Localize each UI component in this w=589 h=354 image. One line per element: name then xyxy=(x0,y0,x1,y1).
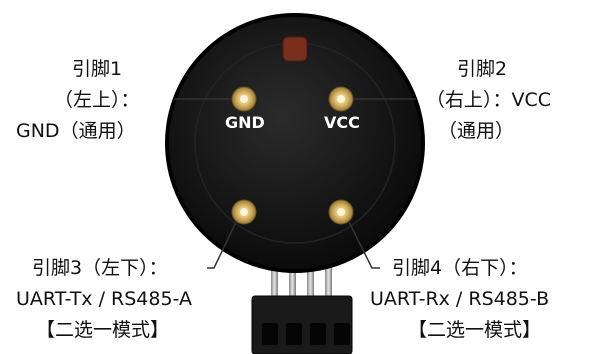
header-pin-2 xyxy=(289,262,296,304)
housing-slot-1 xyxy=(262,323,278,345)
leader-pin4 xyxy=(348,221,380,269)
sensor-body xyxy=(165,13,425,273)
pin4-function: UART-Rx / RS485-B xyxy=(370,288,550,310)
pad-bottom-right xyxy=(328,199,354,225)
pin2-function: （通用） xyxy=(438,120,515,142)
pad-top-right xyxy=(328,86,354,112)
pin1-position: （左上）： xyxy=(54,89,140,111)
housing-slot-2 xyxy=(286,323,302,345)
pads xyxy=(231,86,354,225)
housing-slot-3 xyxy=(310,323,326,345)
header-pin-1 xyxy=(271,262,278,304)
pad-top-left xyxy=(231,86,257,112)
leader-lines xyxy=(174,98,416,269)
vcc-pad-label: VCC xyxy=(324,113,360,132)
pin3-title: 引脚3（左下）： xyxy=(32,257,168,279)
pad-bottom-left xyxy=(231,199,257,225)
gnd-pad-label: GND xyxy=(225,113,265,132)
connector-housing xyxy=(251,295,353,354)
pin2-position: （右上）：VCC xyxy=(426,89,552,111)
connector-pins xyxy=(271,262,332,304)
pin2-title: 引脚2 xyxy=(457,58,508,80)
leader-pin3 xyxy=(207,221,237,269)
pin1-function: GND（通用） xyxy=(16,120,136,142)
pin4-mode: 【二选一模式】 xyxy=(408,319,542,341)
housing-slot-4 xyxy=(334,323,350,345)
pin4-title: 引脚4（右下）： xyxy=(392,257,528,279)
pin3-function: UART-Tx / RS485-A xyxy=(16,288,192,310)
header-pin-4 xyxy=(325,262,332,304)
pin1-title: 引脚1 xyxy=(72,58,123,80)
header-pin-3 xyxy=(307,262,314,304)
pin3-mode: 【二选一模式】 xyxy=(36,319,170,341)
sensor-window xyxy=(282,36,308,62)
